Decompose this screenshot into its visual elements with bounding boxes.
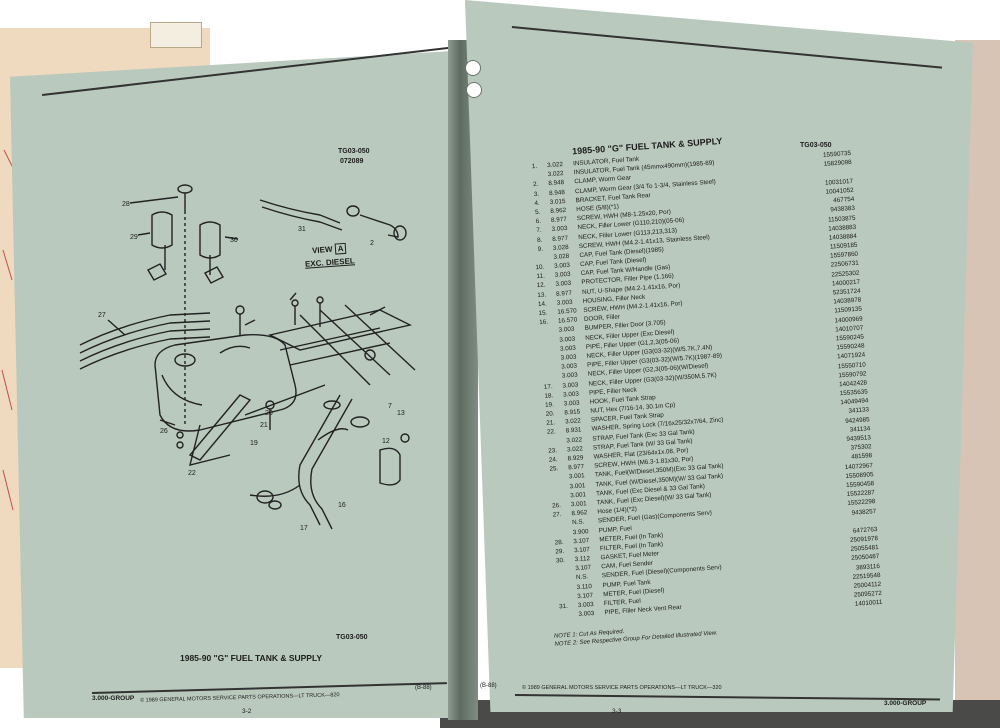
- binder-hole-2: [466, 82, 482, 98]
- figure-code-top: TG03-050: [338, 148, 370, 155]
- parts-item-number: [547, 528, 563, 529]
- parts-item-number: [551, 593, 567, 594]
- callout-29: 29: [130, 234, 138, 241]
- view-label-text: VIEW: [311, 244, 333, 256]
- parts-item-number: [546, 519, 562, 520]
- left-footer-group: 3.000-GROUP: [92, 695, 135, 702]
- callout-2: 2: [370, 240, 374, 247]
- callout-12: 12: [382, 438, 390, 445]
- view-letter: A: [334, 242, 347, 255]
- right-footer-copyright: © 1989 GENERAL MOTORS SERVICE PARTS OPER…: [522, 685, 722, 691]
- parts-item-number: [536, 373, 552, 374]
- parts-item-number: [535, 363, 551, 364]
- left-page: [10, 50, 470, 718]
- parts-number: 14010011: [854, 599, 883, 609]
- parts-item-number: [550, 574, 566, 575]
- parts-item-number: [553, 620, 569, 621]
- callout-30: 30: [230, 237, 238, 244]
- parts-item-number: [543, 483, 559, 484]
- right-footer-group: 3.000-GROUP: [884, 700, 927, 707]
- parts-item-number: [522, 171, 538, 172]
- parts-item-number: [534, 354, 550, 355]
- left-footer-tab: (B-88): [415, 685, 432, 691]
- callout-16: 16: [338, 502, 346, 509]
- fuel-tank-exploded-diagram: 28 29 30 31 2 27 26 22 20 21 19 17 16 7 …: [79, 184, 416, 532]
- callout-21: 21: [260, 422, 268, 429]
- right-page: [465, 0, 973, 712]
- callout-17: 17: [300, 525, 308, 532]
- parts-item-number: [544, 492, 560, 493]
- background-tab: [150, 22, 202, 48]
- parts-item-number: [550, 583, 566, 584]
- parts-item-number: [549, 565, 565, 566]
- parts-number: [810, 140, 850, 143]
- callout-22: 22: [188, 470, 196, 477]
- callout-27: 27: [98, 312, 106, 319]
- figure-code-bottom: TG03-050: [336, 634, 368, 641]
- figure-caption: 1985-90 "G" FUEL TANK & SUPPLY: [180, 653, 323, 663]
- callout-26: 26: [160, 428, 168, 435]
- callout-19: 19: [250, 440, 258, 447]
- callout-7: 7: [388, 403, 392, 410]
- right-footer-tab: (B-88): [480, 683, 497, 689]
- right-page-number: 3-3: [612, 708, 622, 715]
- right-figure-code: TG03-050: [800, 142, 832, 149]
- callout-31: 31: [298, 226, 306, 233]
- figure-date-code: 072089: [340, 158, 364, 165]
- parts-item-number: [534, 345, 550, 346]
- parts-item-number: [552, 611, 568, 612]
- view-label: VIEW A: [311, 242, 347, 256]
- parts-item-number: [540, 437, 556, 438]
- left-page-number: 3-2: [242, 708, 252, 715]
- callout-13: 13: [397, 410, 405, 417]
- parts-item-number: [532, 327, 548, 328]
- parts-item-number: [527, 254, 543, 255]
- callout-28: 28: [122, 201, 130, 208]
- callout-20: 20: [265, 410, 273, 417]
- parts-item-number: [543, 473, 559, 474]
- parts-item-number: [533, 336, 549, 337]
- binder-hole-1: [465, 60, 481, 76]
